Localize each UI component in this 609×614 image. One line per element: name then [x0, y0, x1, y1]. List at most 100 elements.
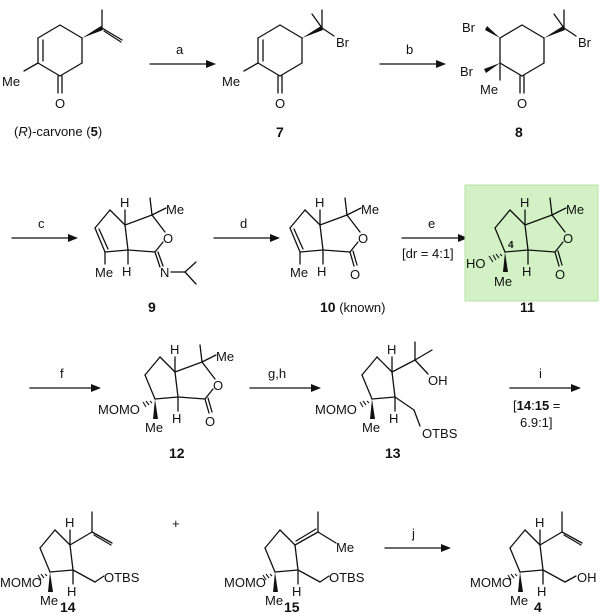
- arrowhead-f: [91, 384, 101, 392]
- atom-me: Me: [145, 420, 163, 435]
- atom-br: Br: [578, 35, 592, 50]
- atom-n: N: [160, 265, 169, 280]
- atom-h: H: [67, 584, 76, 599]
- atom-h: H: [292, 584, 301, 599]
- atom-me: Me: [265, 593, 283, 608]
- atom-me: Me: [216, 349, 234, 364]
- compound-label-12: 12: [169, 445, 185, 461]
- atom-br: Br: [460, 64, 474, 79]
- atom-h: H: [315, 195, 324, 210]
- reagent-e-dr: [dr = 4:1]: [402, 246, 454, 261]
- compound-label-7: 7: [276, 124, 284, 140]
- reagent-b: b: [406, 42, 413, 57]
- atom-oh: OH: [428, 373, 448, 388]
- compound-label-carvone: (R)-carvone (5): [14, 124, 102, 139]
- atom-momo: MOMO: [98, 402, 140, 417]
- atom-h: H: [535, 515, 544, 530]
- reagent-i: i: [539, 366, 542, 381]
- arrowhead-b: [436, 60, 446, 68]
- compound-9-structure: [94, 197, 197, 285]
- atom-h: H: [389, 411, 398, 426]
- reagent-c: c: [38, 216, 45, 231]
- reagent-i-ratio-value: 6.9:1]: [520, 415, 553, 430]
- compound-11-structure: [488, 197, 567, 272]
- atom-me: Me: [566, 202, 584, 217]
- atom-h: H: [65, 515, 74, 530]
- atom-h: H: [120, 195, 129, 210]
- atom-o: O: [205, 414, 215, 429]
- compound-label-14: 14: [60, 599, 76, 614]
- compound-14-structure: [37, 511, 113, 592]
- carvone-structure: [23, 9, 123, 94]
- atom-me: Me: [480, 82, 498, 97]
- atom-o: O: [555, 267, 565, 282]
- arrowhead-j: [441, 544, 451, 552]
- compound-13-structure: [359, 341, 433, 427]
- arrowhead-gh: [311, 384, 321, 392]
- atom-me: Me: [95, 265, 113, 280]
- atom-h: H: [520, 195, 529, 210]
- atom-h: H: [122, 264, 131, 279]
- atom-ho: HO: [466, 256, 486, 271]
- arrowhead-d: [270, 234, 280, 242]
- atom-h: H: [170, 342, 179, 357]
- atom-me: Me: [362, 420, 380, 435]
- atom-o: O: [275, 96, 285, 111]
- atom-me: Me: [510, 593, 528, 608]
- atom-o: O: [55, 96, 65, 111]
- atom-otbs: OTBS: [422, 426, 458, 441]
- arrowhead-c: [68, 234, 78, 242]
- reagent-e: e: [428, 216, 435, 231]
- atom-momo: MOMO: [0, 575, 42, 590]
- atom-br: Br: [336, 35, 350, 50]
- atom-h: H: [387, 342, 396, 357]
- atom-otbs: OTBS: [104, 570, 140, 585]
- compound-8-structure: [484, 9, 577, 94]
- compound-label-9: 9: [148, 299, 156, 315]
- arrowhead-i: [571, 384, 581, 392]
- atom-o: O: [358, 231, 368, 246]
- compound-label-8: 8: [515, 124, 523, 140]
- atom-br: Br: [462, 20, 476, 35]
- reagent-gh: g,h: [268, 366, 286, 381]
- highlight-box-11: [464, 184, 599, 302]
- atom-me: Me: [290, 265, 308, 280]
- arrowhead-e: [458, 234, 468, 242]
- atom-o: O: [517, 96, 527, 111]
- reagent-i-ratio: [14:15 =: [513, 398, 560, 413]
- compound-10-structure: [289, 197, 362, 267]
- compound-label-4: 4: [534, 599, 542, 614]
- atom-me: Me: [222, 74, 240, 89]
- atom-me: Me: [494, 274, 512, 289]
- atom-h: H: [317, 264, 326, 279]
- atom-h: H: [522, 264, 531, 279]
- compound-15-structure: [262, 511, 337, 592]
- atom-otbs: OTBS: [329, 570, 365, 585]
- atom-o: O: [213, 378, 223, 393]
- compound-12-structure: [142, 344, 217, 419]
- arrowhead-a: [206, 60, 216, 68]
- atom-me: Me: [361, 202, 379, 217]
- atom-oh: OH: [577, 570, 597, 585]
- compound-label-13: 13: [385, 445, 401, 461]
- atom-o: O: [563, 231, 573, 246]
- reagent-j: j: [411, 526, 415, 541]
- atom-momo: MOMO: [224, 575, 266, 590]
- atom-me: Me: [40, 593, 58, 608]
- reagent-f: f: [60, 366, 64, 381]
- atom-me: Me: [166, 202, 184, 217]
- atom-me: Me: [2, 74, 20, 89]
- compound-4-structure: [507, 511, 583, 592]
- atom-o: O: [350, 267, 360, 282]
- atom-h: H: [537, 584, 546, 599]
- compound-7-structure: [243, 9, 335, 94]
- reagent-d: d: [240, 216, 247, 231]
- compound-label-11: 11: [520, 299, 535, 315]
- atom-h: H: [172, 411, 181, 426]
- plus-sign: +: [172, 516, 180, 531]
- reagent-a: a: [176, 42, 184, 57]
- atom-momo: MOMO: [315, 402, 357, 417]
- atom-o: O: [163, 231, 173, 246]
- locant-c4: 4: [508, 240, 514, 251]
